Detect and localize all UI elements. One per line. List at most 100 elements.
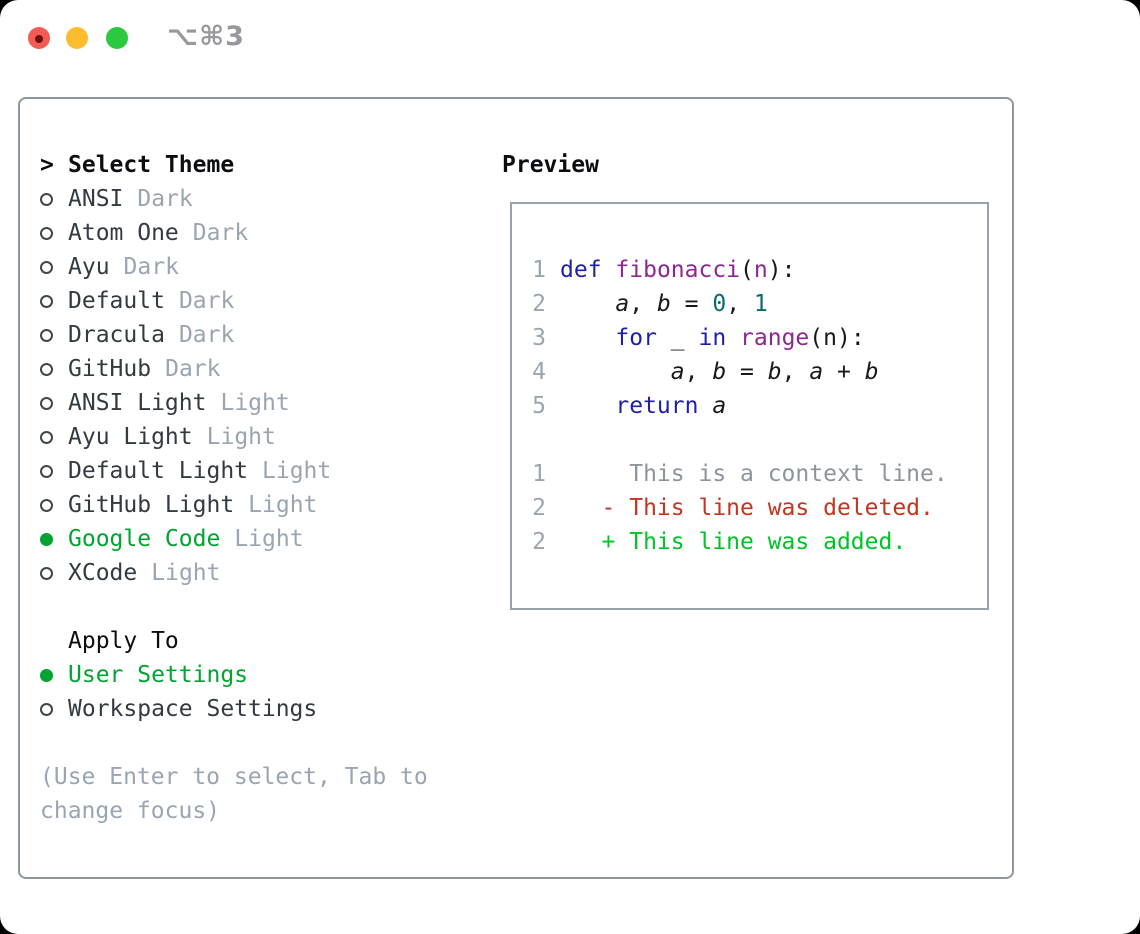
close-dot-icon [35,35,43,43]
radio-marker [40,192,68,206]
code-token: b [712,359,727,385]
theme-name: Ayu [68,254,110,280]
traffic-light-minimize-button[interactable] [66,27,88,49]
diff-line: 1 This is a context line. [532,457,987,491]
code-token: fibonacci [615,257,741,283]
code-token: , [726,291,754,317]
theme-variant: Dark [192,220,249,246]
radio-icon [40,226,53,240]
line-number: 2 [532,529,546,555]
preview-box: 1 def fibonacci (n): 2 a, b = 0, 1 3 for _ i… [510,202,989,610]
radio-marker [40,702,68,716]
code-token: a [712,393,727,419]
theme-name: Ayu Light [68,424,193,450]
theme-variant: Light [234,526,304,552]
theme-name: GitHub Light [68,492,235,518]
theme-list-item[interactable]: Ayu Dark [40,250,490,284]
radio-icon [40,702,53,716]
radio-marker [40,294,68,308]
theme-name: Google Code [68,526,221,552]
radio-marker [40,396,68,410]
select-theme-header: > Select Theme [40,148,490,182]
code-token: range [740,325,810,351]
code-text: for _ in range(n): [560,321,865,355]
code-token: = [726,359,768,385]
theme-variant: Dark [123,254,179,280]
code-token [560,291,615,317]
code-token: , [684,359,713,385]
code-line: 2 a, b = 0, 1 [532,287,987,321]
code-token [560,359,671,385]
code-token: def [560,257,602,283]
radio-marker [40,464,68,478]
code-preview: 1 def fibonacci (n): 2 a, b = 0, 1 3 for _ i… [532,253,987,423]
theme-variant: Light [206,424,276,450]
code-line: 4 a, b = b, a + b [532,355,987,389]
radio-icon [40,498,53,512]
select-theme-title: Select Theme [68,152,235,178]
line-number: 3 [532,325,546,351]
apply-to-option[interactable]: Workspace Settings [40,692,490,726]
theme-list-item[interactable]: GitHub Dark [40,352,490,386]
code-token: a [809,359,824,385]
apply-to-header: Apply To [40,624,490,658]
theme-name: Dracula [68,322,165,348]
traffic-light-close-button[interactable] [28,27,50,49]
apply-to-option[interactable]: User Settings [40,658,490,692]
radio-icon [40,566,53,580]
theme-name: Atom One [68,220,179,246]
code-text: a, b = 0, 1 [560,287,767,321]
traffic-light-zoom-button[interactable] [106,27,128,49]
diff-text: + This line was added. [560,529,907,555]
theme-variant: Dark [165,356,221,382]
code-token: b [864,359,879,385]
code-token: in [698,325,727,351]
code-token: = [670,291,713,317]
theme-list-item[interactable]: Default Dark [40,284,490,318]
theme-list-item[interactable]: Google Code Light [40,522,490,556]
theme-list-item[interactable]: Atom One Dark [40,216,490,250]
theme-list-item[interactable]: Ayu Light Light [40,420,490,454]
code-line: 5 return a [532,389,987,423]
diff-line: 2 + This line was added. [532,525,987,559]
radio-icon [40,192,53,206]
radio-marker [40,532,68,546]
theme-name: ANSI [68,186,124,212]
radio-icon [40,294,53,308]
radio-marker [40,362,68,376]
theme-variant: Dark [178,288,235,314]
line-number: 2 [532,291,546,317]
radio-marker [40,566,68,580]
code-token: (n): [809,325,865,351]
theme-name: Default [68,288,165,314]
line-number: 4 [532,359,546,385]
code-token: a [615,291,630,317]
window-shortcut-label: ⌥⌘3 [167,21,245,52]
theme-name: Default Light [68,458,249,484]
theme-name: XCode [68,560,138,586]
line-number: 5 [532,393,546,419]
code-token [726,325,740,351]
apply-to-label: Workspace Settings [68,696,318,722]
line-number: 1 [532,257,546,283]
theme-name: GitHub [68,356,152,382]
diff-text: This is a context line. [560,461,948,487]
radio-selected-icon [40,532,53,546]
radio-icon [40,464,53,478]
code-token: a [670,359,685,385]
code-token: b [656,291,671,317]
code-token [602,257,616,283]
radio-icon [40,328,53,342]
radio-marker [40,328,68,342]
line-number: 2 [532,495,546,521]
radio-marker [40,430,68,444]
